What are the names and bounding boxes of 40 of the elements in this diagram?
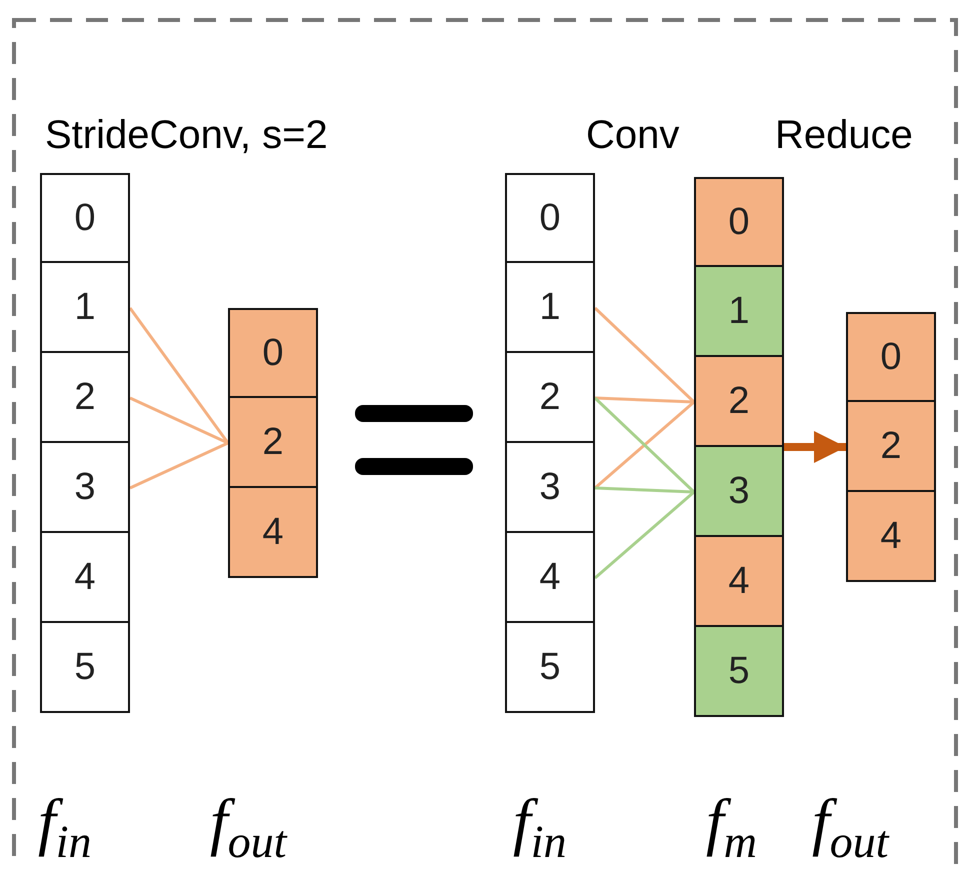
column-label: f$_{in}$ [38,790,92,865]
connection-line [594,306,696,404]
array-cell: 3 [505,443,595,533]
connection-line [128,307,230,444]
column-label: f$_{m}$ [706,790,758,865]
array-cell: 4 [846,492,936,582]
array-cell: 0 [694,177,784,267]
array-cell: 2 [505,353,595,443]
operation-label: Reduce [775,115,913,155]
array-cell: 5 [694,627,784,717]
array-cell: 3 [694,447,784,537]
connection-line [594,486,694,494]
array-cell: 0 [228,308,318,398]
column-label: f$_{out}$ [812,790,889,865]
array-cell: 5 [505,623,595,713]
array-cell: 3 [40,443,130,533]
array-cell: 0 [846,312,936,402]
operation-label: StrideConv, s=2 [45,115,328,155]
connection-line [594,490,695,580]
array-cell: 4 [228,488,318,578]
array-cell: 2 [228,398,318,488]
array-cell: 2 [846,402,936,492]
array-cell: 0 [505,173,595,263]
array-cell: 1 [40,263,130,353]
column-label: f$_{in}$ [513,790,567,865]
array-cell: 4 [505,533,595,623]
array-cell: 1 [694,267,784,357]
array-cell: 4 [40,533,130,623]
array-cell: 0 [40,173,130,263]
column-label: f$_{out}$ [210,790,287,865]
array-cell: 2 [694,357,784,447]
connection-line [129,442,229,490]
array-cell: 1 [505,263,595,353]
connection-line [129,396,229,444]
array-cell: 5 [40,623,130,713]
array-cell: 4 [694,537,784,627]
operation-label: Conv [586,115,680,155]
connection-line [594,396,694,404]
array-cell: 2 [40,353,130,443]
arrow [784,431,846,463]
